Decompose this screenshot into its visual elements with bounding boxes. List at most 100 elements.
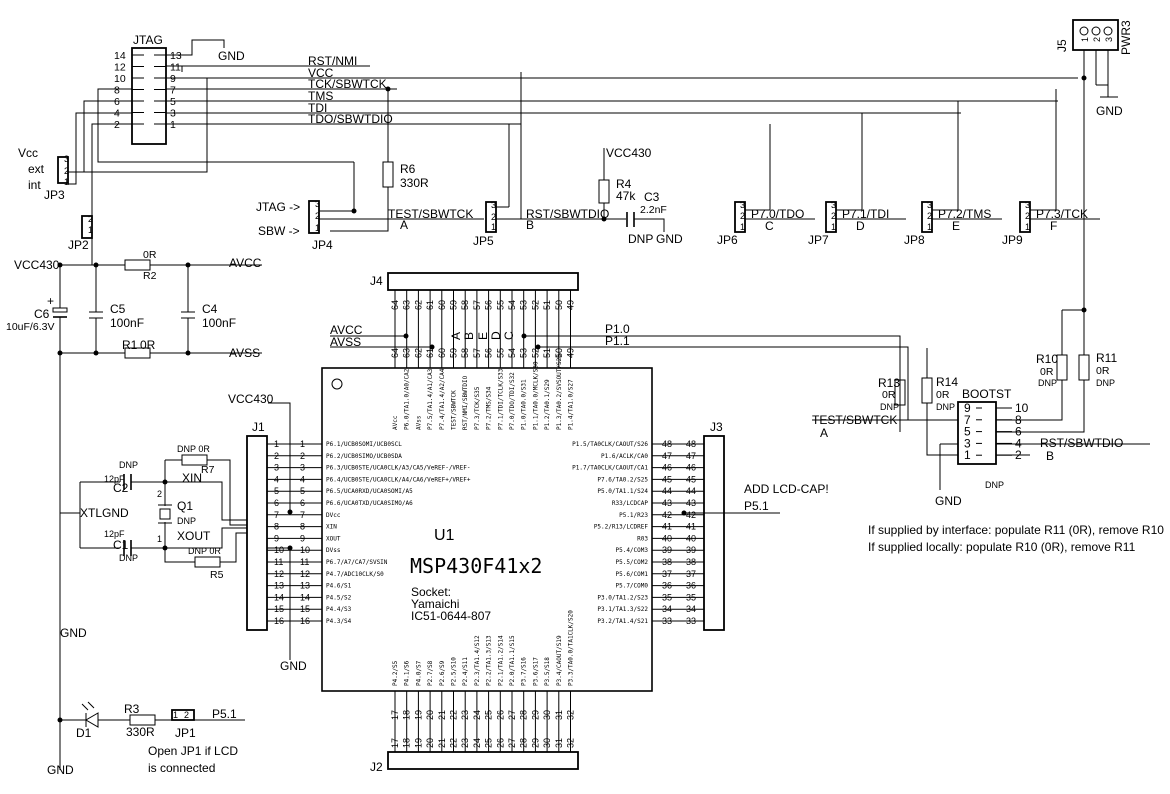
jp4-pin: 3 — [315, 199, 320, 209]
j3-pin-number: 40 — [686, 533, 696, 543]
j1-pin-number: 13 — [274, 581, 284, 591]
u1-bottom-pin-label: P2.7/S8 — [427, 660, 434, 686]
j4-pin-number: 54 — [507, 348, 517, 358]
u1-bottom-pin-label: P4.0/S7 — [415, 660, 422, 686]
jp8-name: JP8 — [904, 233, 925, 247]
j3-pin-number: 33 — [686, 616, 696, 626]
u1-left-pin-label: DVcc — [326, 512, 341, 519]
j3-pin-number: 38 — [662, 557, 672, 567]
j4-pin-number: 55 — [495, 348, 505, 358]
jp7-label: P7.1/TDI — [842, 207, 889, 221]
u1-right-pin-label: P1.7/TA0CLK/CAOUT/CA1 — [572, 465, 648, 472]
xout-label: XOUT — [177, 529, 211, 543]
jp6-label: P7.0/TDO — [751, 207, 804, 221]
u1-bottom-pin-label: P3.3/TA0.0/TA1CLK/S20 — [568, 610, 575, 686]
jtag-pin-number: 7 — [170, 85, 176, 97]
j3-pin-number: 46 — [686, 463, 696, 473]
jtag-signal-label: TDO/SBWTDIO — [308, 112, 393, 126]
j4-header: J4 6464636362626161606059595858575756565… — [330, 272, 909, 432]
u1-left-pin-label: P4.5/S2 — [326, 594, 352, 601]
bootst-pin-number: 7 — [964, 413, 971, 427]
j5-pin: 1 — [1080, 37, 1090, 42]
j1-pin-number: 3 — [300, 463, 305, 473]
u1-bottom-pin-label: P2.4/S11 — [462, 657, 469, 686]
j2-pin-number: 20 — [425, 710, 435, 720]
jtag-pin-number: 2 — [114, 119, 120, 131]
j3-pin-number: 39 — [662, 545, 672, 555]
r4-vcc: VCC430 — [606, 146, 652, 160]
j1-pin-number: 6 — [300, 498, 305, 508]
j2-pin-number: 27 — [507, 738, 517, 748]
c4-name: C4 — [202, 302, 218, 316]
j3-pin-number: 36 — [662, 581, 672, 591]
j3-pin-number: 45 — [686, 474, 696, 484]
j2-pin-number: 22 — [449, 710, 459, 720]
j3-pin-number: 48 — [686, 439, 696, 449]
jp3-ext-label: ext — [28, 162, 45, 176]
power-supply: VCC430 0R R2 AVCC + C6 10uF/6.3V C5 100n… — [6, 249, 262, 770]
j4-pin-number: 57 — [472, 348, 482, 358]
r2-name: R2 — [143, 270, 157, 282]
j4-pin-number: 56 — [484, 348, 494, 358]
j5-pwr3: 1 2 3 J5 PWR3 GND — [1055, 19, 1133, 310]
j1-vcc430: VCC430 — [228, 392, 274, 406]
j4-pin-number: 63 — [402, 348, 412, 358]
bootst-rst: RST/SBWTDIO — [1040, 436, 1123, 450]
bootst-pin-number: 3 — [964, 436, 971, 450]
u1-right-pin-label: P1.6/ACLK/CA0 — [601, 453, 648, 460]
u1-bottom-pin-label: P3.5/S18 — [544, 657, 551, 686]
j3-pin-number: 36 — [686, 581, 696, 591]
j3-pin-number: 37 — [662, 569, 672, 579]
c1-dnp: DNP — [119, 553, 138, 563]
r4-c3: VCC430 R4 47k C3 2.2nF DNP GND — [598, 146, 683, 246]
jtag-signal-label: TMS — [308, 89, 333, 103]
j2-pin-number: 25 — [484, 710, 494, 720]
j3-pin-number: 41 — [686, 522, 696, 532]
j2-pin-number: 19 — [413, 738, 423, 748]
bootst-b: B — [1046, 449, 1054, 463]
j5-pin: 3 — [1104, 37, 1114, 42]
jp6-pin: 1 — [740, 222, 745, 232]
j4-pin-number: 58 — [460, 348, 470, 358]
j2-pin-number: 19 — [413, 710, 423, 720]
c2-value: 12pF — [104, 474, 125, 484]
jp7-tag: D — [856, 219, 865, 233]
j1-pin-number: 9 — [274, 533, 279, 543]
j2-pin-number: 18 — [402, 738, 412, 748]
j4-p11: P1.1 — [605, 334, 630, 348]
j3-pin-number: 43 — [662, 498, 672, 508]
led-note-2: is connected — [148, 761, 215, 775]
j2-pin-number: 26 — [495, 710, 505, 720]
j2-pin-number: 29 — [530, 738, 540, 748]
jp9-tag: F — [1050, 219, 1057, 233]
j1-pin-number: 8 — [300, 522, 305, 532]
j4-pin-number: 57 — [472, 300, 482, 310]
u1-left-pin-label: XIN — [326, 524, 337, 531]
jtag-signal-label: VCC — [308, 66, 334, 80]
c3-dnp: DNP — [628, 232, 653, 246]
j2-pin-number: 17 — [390, 710, 400, 720]
j4-pin-number: 55 — [495, 300, 505, 310]
j1-pin-number: 16 — [300, 616, 310, 626]
u1-left-pin-label: P6.3/UCB0STE/UCA0CLK/A3/CA5/VeREF-/VREF- — [326, 465, 471, 472]
jp9-pin: 3 — [1025, 200, 1030, 210]
jp1-name: JP1 — [175, 726, 196, 740]
jp8-pin: 2 — [927, 211, 932, 221]
c6-name: C6 — [34, 307, 50, 321]
jtag-signal-label: TDI — [308, 101, 327, 115]
j2-pin-number: 18 — [402, 710, 412, 720]
bootst-dnp: DNP — [985, 480, 1004, 490]
j4-pin-number: 64 — [390, 300, 400, 310]
r6-value: 330R — [400, 176, 429, 190]
j4-p10: P1.0 — [605, 322, 630, 336]
r10-name: R10 — [1036, 352, 1058, 366]
u1-left-pin-label: P6.4/UCB0STE/UCA0CLK/A4/CA6/VeREF+/VREF+ — [326, 476, 471, 483]
u1-right-pin-label: P5.4/COM3 — [615, 547, 648, 554]
u1-left-pin-label: P6.7/A7/CA7/SVSIN — [326, 559, 388, 566]
j4-pin-number: 53 — [519, 300, 529, 310]
j1-pin-number: 2 — [300, 451, 305, 461]
jp6-tag: C — [765, 219, 774, 233]
j2-pin-number: 23 — [460, 738, 470, 748]
u1-right-pin-label: P5.5/COM2 — [615, 559, 648, 566]
